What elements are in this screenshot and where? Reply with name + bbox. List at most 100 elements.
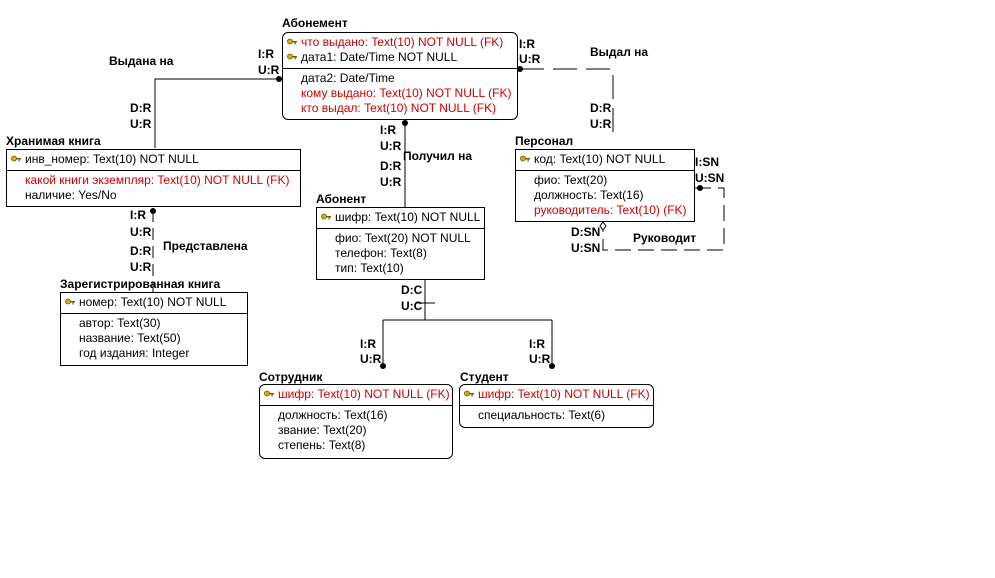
key-section: шифр: Text(10) NOT NULL (FK) [260,385,452,406]
key-icon [65,298,75,305]
rel-label-received: Получил на [403,149,473,163]
attribute: должность: Text(16) [534,188,644,202]
rel-dot-represented [150,208,156,214]
key-section: код: Text(10) NOT NULL [516,150,694,171]
attribute: кто выдал: Text(10) NOT NULL (FK) [301,101,497,115]
rule-label: U:R [130,260,152,274]
rule-label: U:R [130,225,152,239]
rule-label: I:R [529,337,545,351]
key-attribute: номер: Text(10) NOT NULL [65,295,243,310]
attribute: дата2: Date/Time [301,71,395,85]
rule-label: D:SN [571,225,601,239]
attribute-text: что выдано: Text(10) NOT NULL (FK) [301,35,504,49]
key-attribute: дата1: Date/Time NOT NULL [287,50,513,65]
rule-label: U:R [519,52,541,66]
key-icon [520,155,530,162]
rule-label: U:R [529,352,551,366]
entity-title-abonement: Абонемент [282,16,348,30]
rule-label: I:R [380,123,396,137]
key-icon [11,155,21,162]
rule-label: U:R [380,175,402,189]
entity-title-subscriber: Абонент [316,192,367,206]
attribute: тип: Text(10) [335,261,404,275]
attribute: название: Text(50) [79,331,181,345]
entity-book[interactable]: инв_номер: Text(10) NOT NULL какой книги… [6,149,301,207]
rule-label: I:SN [695,155,719,169]
attribute: руководитель: Text(10) (FK) [534,203,687,217]
key-section: шифр: Text(10) NOT NULL [317,208,484,229]
attribute-text: инв_номер: Text(10) NOT NULL [25,152,199,166]
attribute-text: шифр: Text(10) NOT NULL (FK) [278,387,450,401]
key-attribute: шифр: Text(10) NOT NULL (FK) [264,387,450,402]
entity-title-employee: Сотрудник [259,370,323,384]
attribute-section: автор: Text(30)название: Text(50)год изд… [61,314,247,364]
attribute: кому выдано: Text(10) NOT NULL (FK) [301,86,512,100]
rule-label: U:SN [695,171,725,185]
attribute-text: шифр: Text(10) NOT NULL [335,210,481,224]
rel-dot-manages [697,185,703,191]
attribute-section: специальность: Text(6) [460,406,653,426]
entity-abonement[interactable]: что выдано: Text(10) NOT NULL (FK)дата1:… [282,32,518,120]
rule-label: D:R [130,244,152,258]
entity-title-book: Хранимая книга [6,134,101,148]
rule-label: I:R [130,208,146,222]
attribute: телефон: Text(8) [335,246,427,260]
rel-line-issued-on [154,78,282,148]
rel-line-issued-by [520,68,614,135]
entity-subscriber[interactable]: шифр: Text(10) NOT NULL фио: Text(20) NO… [316,207,485,280]
key-attribute: шифр: Text(10) NOT NULL [321,210,480,225]
attribute-text: номер: Text(10) NOT NULL [79,295,227,309]
entity-student[interactable]: шифр: Text(10) NOT NULL (FK) специальнос… [459,384,654,428]
rule-label: U:SN [571,241,601,255]
key-icon [264,390,274,397]
rel-label-represented: Представлена [163,239,248,253]
subtype-dot-student [549,363,555,369]
rel-dot-issued-on [276,76,282,82]
key-section: шифр: Text(10) NOT NULL (FK) [460,385,653,406]
key-section: номер: Text(10) NOT NULL [61,293,247,314]
rel-label-manages: Руководит [633,231,697,245]
entity-employee[interactable]: шифр: Text(10) NOT NULL (FK) должность: … [259,384,453,459]
key-attribute: шифр: Text(10) NOT NULL (FK) [464,387,650,402]
rule-label: U:R [130,117,152,131]
attribute: звание: Text(20) [278,423,367,437]
entity-title-student: Студент [460,370,509,384]
rel-label-issued-by: Выдал на [590,45,649,59]
entity-staff[interactable]: код: Text(10) NOT NULL фио: Text(20)долж… [515,149,695,222]
rule-label: I:R [360,337,376,351]
attribute: степень: Text(8) [278,438,366,452]
rel-diamond-manages [599,221,607,231]
key-attribute: инв_номер: Text(10) NOT NULL [11,152,296,167]
attribute: специальность: Text(6) [478,408,606,422]
attribute: фио: Text(20) NOT NULL [335,231,471,245]
key-section: инв_номер: Text(10) NOT NULL [7,150,300,171]
key-icon [321,213,331,220]
attribute: автор: Text(30) [79,316,161,330]
rule-label: D:R [130,101,152,115]
entity-regbook[interactable]: номер: Text(10) NOT NULL автор: Text(30)… [60,292,248,366]
rel-line-manages [602,187,725,251]
attribute: фио: Text(20) [534,173,608,187]
key-icon [464,390,474,397]
attribute: наличие: Yes/No [25,188,117,202]
attribute: должность: Text(16) [278,408,388,422]
attribute-section: какой книги экземпляр: Text(10) NOT NULL… [7,171,300,206]
key-attribute: что выдано: Text(10) NOT NULL (FK) [287,35,513,50]
rel-dot-issued-by [517,66,523,72]
rule-label: U:C [401,299,423,313]
rule-label: I:R [258,47,274,61]
attribute-section: должность: Text(16)звание: Text(20)степе… [260,406,452,456]
attribute-text: дата1: Date/Time NOT NULL [301,50,458,64]
rule-label: U:R [380,139,402,153]
key-icon [287,38,297,45]
rule-label: U:R [258,63,280,77]
attribute-text: шифр: Text(10) NOT NULL (FK) [478,387,650,401]
rule-label: I:R [519,37,535,51]
entity-title-staff: Персонал [515,134,574,148]
rule-label: U:R [360,352,382,366]
key-section: что выдано: Text(10) NOT NULL (FK)дата1:… [283,33,517,69]
attribute-text: код: Text(10) NOT NULL [534,152,666,166]
